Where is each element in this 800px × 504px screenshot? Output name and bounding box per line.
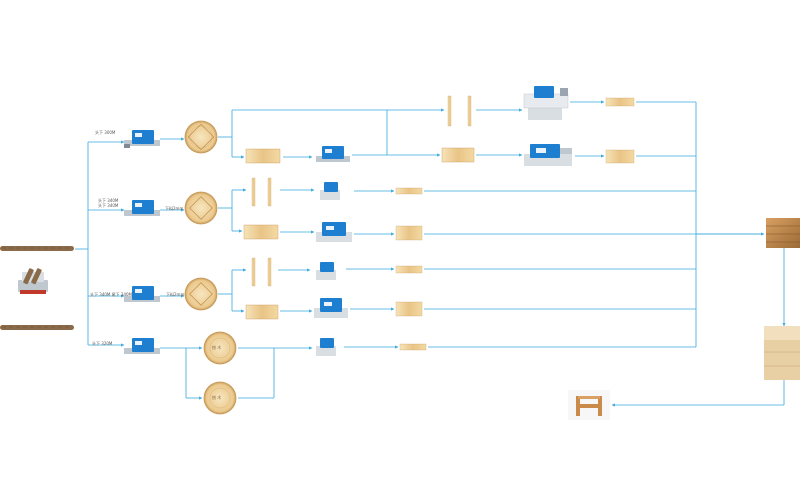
board-row3 bbox=[245, 304, 279, 320]
log-cross-section-row4-a bbox=[203, 331, 237, 365]
board-row1-wide bbox=[441, 147, 475, 163]
board-row2 bbox=[243, 224, 279, 240]
lumber-pile bbox=[764, 326, 800, 380]
wood-strip-row4 bbox=[399, 343, 427, 351]
saw-machine-row2 bbox=[124, 200, 160, 216]
saw-machine-row3-b bbox=[316, 262, 336, 280]
log-loader-machine bbox=[18, 268, 48, 294]
log-cross-section-row3 bbox=[184, 277, 218, 311]
log-a-mark: 刨 木 bbox=[212, 345, 222, 350]
log-b-mark: 刨 木 bbox=[212, 395, 222, 400]
chair-product: chair bbox=[568, 390, 610, 420]
wood-strip-row2-top bbox=[395, 187, 423, 195]
row2-mid-label: 下料2mm bbox=[165, 206, 184, 211]
row3-cut-label: 头下 340M 尾下 340M bbox=[90, 292, 132, 297]
log-cross-section-row1 bbox=[184, 120, 218, 154]
board-row1-cant bbox=[245, 148, 281, 164]
row4-cut-label: 头下 320M bbox=[92, 341, 113, 346]
planer-machine-row3 bbox=[314, 298, 348, 318]
input-log-top: log bbox=[0, 246, 74, 251]
planer-machine-row1-top: planer bbox=[523, 86, 569, 120]
row3-mid-label: 下料2mm bbox=[166, 292, 185, 297]
row2-cut-label-a: 头下 340M bbox=[98, 198, 119, 203]
planer-machine-row2 bbox=[316, 222, 352, 242]
log-cross-section-row4-b bbox=[203, 381, 237, 415]
thin-boards-row1 bbox=[447, 95, 472, 127]
row1-cut-label: 头下 300M bbox=[95, 130, 116, 135]
saw-machine-row4-b bbox=[316, 338, 336, 356]
saw-machine-row1: saw machine bbox=[124, 130, 160, 148]
row2-cut-label-b: 头下 340M bbox=[98, 203, 119, 208]
input-log-bottom bbox=[0, 325, 74, 330]
wood-strip-row1-bottom bbox=[605, 149, 635, 164]
thin-boards-row2 bbox=[251, 177, 272, 207]
saw-machine-row4 bbox=[124, 338, 160, 354]
planer-machine-row1-bottom bbox=[524, 144, 572, 166]
log-cross-section-row2 bbox=[184, 191, 218, 225]
saw-machine-row2-b bbox=[320, 182, 340, 200]
thin-boards-row3 bbox=[251, 257, 272, 287]
lumber-stack: lumber stack bbox=[766, 218, 800, 248]
wood-strip-row3-bottom bbox=[395, 301, 423, 317]
saw-machine-row3 bbox=[124, 286, 160, 302]
wood-strip-row2-bottom bbox=[395, 225, 423, 241]
wood-strip-row3-top bbox=[395, 265, 423, 274]
connector-lines bbox=[75, 100, 786, 407]
wood-strip-row1-top bbox=[605, 97, 635, 107]
saw-machine-row1-b bbox=[316, 146, 350, 162]
